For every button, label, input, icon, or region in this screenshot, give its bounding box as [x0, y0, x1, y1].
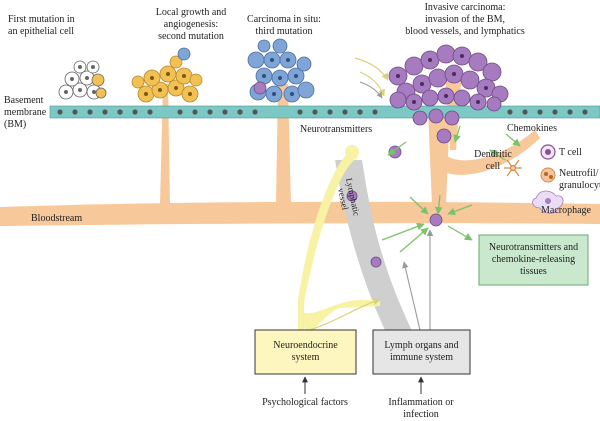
capillary-2 — [276, 84, 291, 205]
chemokines-label: Chemokines — [507, 123, 557, 134]
lymph-organs-box: Lymph organs and immune system — [384, 340, 459, 363]
neurotransmitters-box-bg — [478, 234, 589, 286]
basement-membrane-label: Basement membrane (BM) — [4, 95, 47, 130]
carcinoma-in-situ-label: Carcinoma in situ: third mutation — [247, 14, 321, 37]
capillary-branch — [440, 130, 540, 175]
circulating-tumor-cell — [388, 145, 402, 159]
neutrophil-icon — [540, 167, 556, 183]
dendritic-cell-label: Dendritic cell — [474, 149, 512, 172]
neuroendocrine-system-box: Neuroendocrine system — [273, 340, 338, 363]
circulating-tumor-cell — [370, 256, 382, 268]
t-cell-icon — [540, 144, 556, 160]
nerve-shape — [298, 150, 357, 302]
neutrofil-label: Neutrofil/ granulocyte — [559, 168, 600, 191]
psychological-factors-label: Psychological factors — [262, 397, 348, 408]
nerve-lower — [298, 300, 380, 333]
bloodstream-vessel — [0, 201, 600, 226]
circulating-tumor-cell — [346, 190, 358, 202]
capillary-1 — [160, 84, 170, 205]
bloodstream-label: Bloodstream — [31, 213, 83, 224]
local-growth-label: Local growth and angiogenesis: second mu… — [155, 7, 227, 42]
inflammation-label: Inflammation or infection — [388, 397, 454, 420]
first-mutation-label: First mutation in an epithelial cell — [8, 14, 75, 37]
lymphatic-vessel-shape — [335, 160, 414, 345]
bm-nuclei — [57, 109, 588, 115]
invasive-carcinoma-label: Invasive carcinoma: invasion of the BM, … — [405, 2, 525, 37]
t-cell-label: T cell — [559, 147, 582, 158]
neurotransmitters-tissues-box: Neurotransmitters and chemokine-releasin… — [488, 242, 579, 277]
circulating-tumor-cell — [429, 213, 443, 227]
macrophage-label: Macrophage — [541, 205, 591, 216]
basement-membrane — [49, 105, 600, 119]
invasive-cell-cluster — [388, 44, 509, 144]
neurotransmitters-label: Neurotransmitters — [300, 124, 373, 135]
normal-cell-cluster — [58, 60, 107, 100]
lymph-organs-box-bg — [372, 329, 471, 375]
dendritic-cell-icon — [504, 159, 522, 177]
macrophage-icon — [532, 190, 564, 214]
neuroendocrine-box-bg — [254, 329, 357, 375]
